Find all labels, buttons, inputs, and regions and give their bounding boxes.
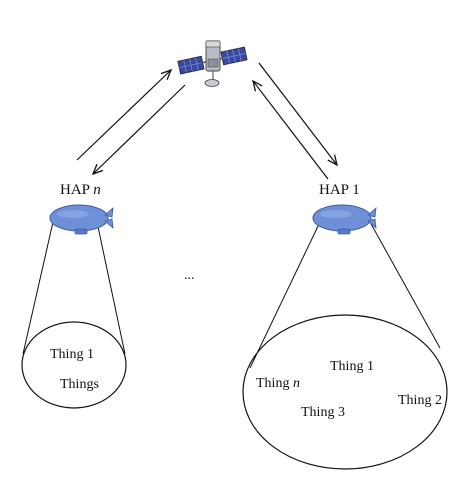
uplink-arrow-right	[253, 81, 329, 180]
thing-label: Thing 1	[330, 359, 374, 374]
downlink-arrow-right	[258, 62, 337, 165]
airship-icon	[312, 204, 377, 235]
coverage-edge-left-b	[96, 221, 126, 355]
airship-icon	[49, 204, 114, 235]
thing-label: Thing n	[256, 376, 300, 391]
downlink-arrow-left	[93, 84, 186, 174]
uplink-arrow-left	[76, 70, 171, 161]
thing-label: Thing 3	[301, 405, 345, 420]
coverage-edge-left-a	[22, 221, 54, 355]
coverage-edge-right-a	[249, 221, 321, 369]
hap-left-label: HAP n	[60, 182, 101, 198]
satellite-icon	[177, 40, 248, 87]
thing-label: Thing 2	[398, 393, 442, 408]
coverage-edge-right-b	[369, 221, 441, 349]
thing-label: Thing 1	[50, 347, 94, 362]
coverage-area-left	[21, 321, 127, 409]
more-haps-ellipsis: ...	[184, 268, 195, 283]
hap-right-label: HAP 1	[319, 182, 360, 198]
thing-label: Things	[60, 377, 99, 392]
coverage-area-right	[242, 314, 448, 470]
